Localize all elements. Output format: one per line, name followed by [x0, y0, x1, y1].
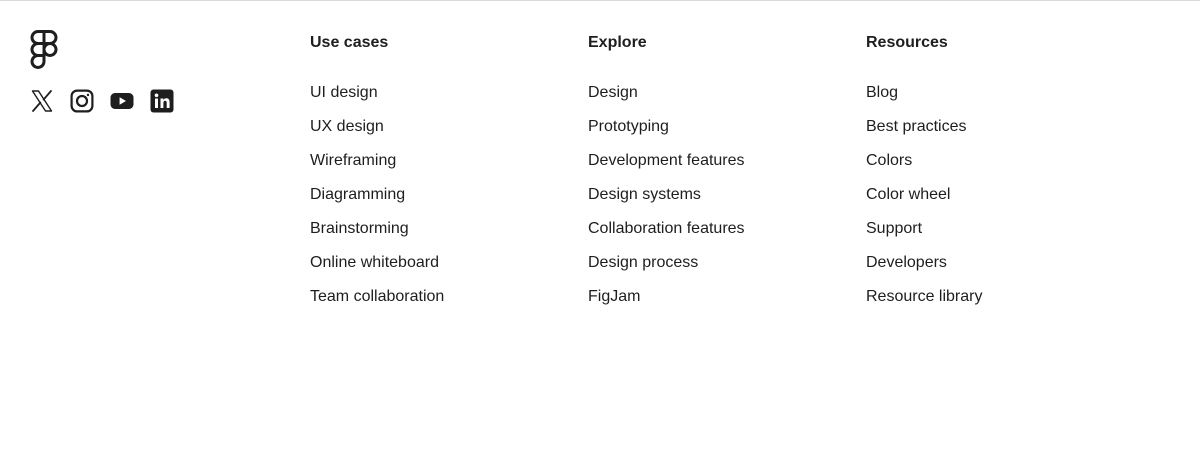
footer-link-figjam[interactable]: FigJam — [588, 288, 641, 305]
footer-link-best-practices[interactable]: Best practices — [866, 118, 967, 135]
list-item: Support — [866, 219, 982, 253]
resources-list: Blog Best practices Colors Color wheel S… — [866, 83, 982, 321]
footer-link-brainstorming[interactable]: Brainstorming — [310, 220, 409, 237]
footer-link-ui-design[interactable]: UI design — [310, 84, 378, 101]
list-item: Resource library — [866, 287, 982, 321]
list-item: Color wheel — [866, 185, 982, 219]
footer-link-developers[interactable]: Developers — [866, 254, 947, 271]
list-item: Online whiteboard — [310, 253, 444, 287]
footer-link-design-process[interactable]: Design process — [588, 254, 699, 271]
footer-link-prototyping[interactable]: Prototyping — [588, 118, 669, 135]
list-item: Brainstorming — [310, 219, 444, 253]
top-divider — [0, 0, 1200, 1]
footer-link-color-wheel[interactable]: Color wheel — [866, 186, 951, 203]
list-item: Best practices — [866, 117, 982, 151]
list-item: Collaboration features — [588, 219, 745, 253]
footer-link-collaboration-features[interactable]: Collaboration features — [588, 220, 745, 237]
instagram-link[interactable] — [70, 89, 94, 113]
list-item: Team collaboration — [310, 287, 444, 321]
figma-logo-link[interactable] — [30, 30, 58, 70]
use-cases-heading: Use cases — [310, 34, 389, 51]
list-item: Prototyping — [588, 117, 745, 151]
use-cases-column: Use cases UI design UX design Wireframin… — [310, 33, 444, 321]
list-item: Developers — [866, 253, 982, 287]
list-item: Development features — [588, 151, 745, 185]
explore-list: Design Prototyping Development features … — [588, 83, 745, 321]
footer-link-online-whiteboard[interactable]: Online whiteboard — [310, 254, 439, 271]
explore-heading: Explore — [588, 34, 647, 51]
use-cases-list: UI design UX design Wireframing Diagramm… — [310, 83, 444, 321]
footer-link-resource-library[interactable]: Resource library — [866, 288, 983, 305]
list-item: FigJam — [588, 287, 745, 321]
footer-link-blog[interactable]: Blog — [866, 84, 899, 101]
list-item: Colors — [866, 151, 982, 185]
list-item: Blog — [866, 83, 982, 117]
x-twitter-link[interactable] — [30, 89, 54, 113]
explore-column: Explore Design Prototyping Development f… — [588, 33, 745, 321]
list-item: Wireframing — [310, 151, 444, 185]
list-item: Design systems — [588, 185, 745, 219]
resources-column: Resources Blog Best practices Colors Col… — [866, 33, 982, 321]
youtube-link[interactable] — [110, 89, 134, 113]
list-item: Diagramming — [310, 185, 444, 219]
list-item: Design process — [588, 253, 745, 287]
footer-link-development-features[interactable]: Development features — [588, 152, 745, 169]
footer-link-team-collaboration[interactable]: Team collaboration — [310, 288, 445, 305]
list-item: UI design — [310, 83, 444, 117]
figma-logo-icon — [30, 30, 58, 69]
linkedin-icon — [150, 89, 174, 113]
footer-link-wireframing[interactable]: Wireframing — [310, 152, 397, 169]
brand-area — [30, 30, 58, 70]
footer-link-ux-design[interactable]: UX design — [310, 118, 384, 135]
social-links — [30, 89, 174, 113]
list-item: UX design — [310, 117, 444, 151]
footer-link-design-systems[interactable]: Design systems — [588, 186, 701, 203]
footer-link-diagramming[interactable]: Diagramming — [310, 186, 406, 203]
footer-link-design[interactable]: Design — [588, 84, 638, 101]
footer-link-support[interactable]: Support — [866, 220, 923, 237]
linkedin-link[interactable] — [150, 89, 174, 113]
list-item: Design — [588, 83, 745, 117]
x-twitter-icon — [31, 90, 53, 112]
instagram-icon — [70, 89, 94, 113]
youtube-icon — [110, 93, 134, 109]
resources-heading: Resources — [866, 34, 948, 51]
footer-link-colors[interactable]: Colors — [866, 152, 913, 169]
